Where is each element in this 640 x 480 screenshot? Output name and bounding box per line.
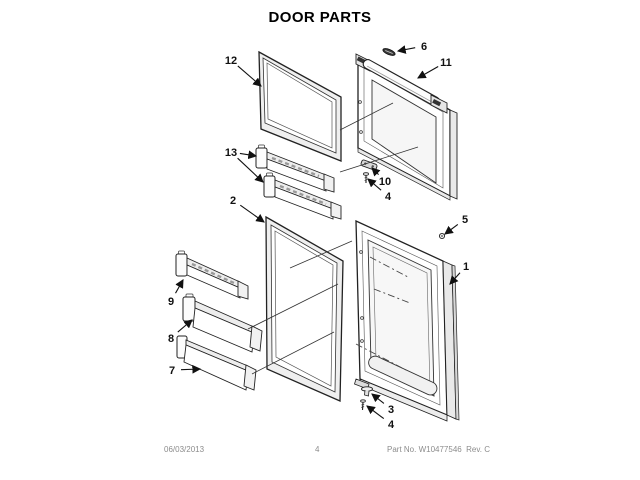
callout-arrow xyxy=(396,45,416,54)
callout-layer: 6 11 12 13 10 4 2 5 1 9 8 7 3 4 xyxy=(168,41,469,431)
callout-arrow xyxy=(239,150,258,160)
fridge-door-drawing xyxy=(354,219,460,422)
door-bin-part-9-drawing xyxy=(175,250,249,300)
callout-arrow xyxy=(237,157,264,183)
callout-label-12: 12 xyxy=(225,55,237,67)
screw-part-4-upper-drawing xyxy=(363,172,369,183)
screw-part-4-lower-drawing xyxy=(360,399,366,411)
callout-arrow xyxy=(449,272,461,285)
callout-arrow xyxy=(180,364,202,374)
callout-arrow xyxy=(417,66,439,79)
door-bin-part-8-drawing xyxy=(182,293,263,353)
screw-part-5-drawing xyxy=(438,232,446,240)
callout-arrow xyxy=(237,65,262,87)
callout-label-7: 7 xyxy=(169,365,175,377)
callout-label-13: 13 xyxy=(225,147,237,159)
footer-page-number: 4 xyxy=(315,445,320,454)
freezer-door-drawing xyxy=(355,53,458,201)
freezer-bin-lower-drawing xyxy=(263,172,342,220)
callout-label-9: 9 xyxy=(168,296,174,308)
screw-part-6-drawing xyxy=(382,48,396,56)
callout-label-4: 4 xyxy=(385,191,392,203)
callout-arrow xyxy=(177,319,193,333)
callout-arrow xyxy=(175,279,184,294)
callout-label-11: 11 xyxy=(440,57,452,69)
callout-arrow xyxy=(367,178,382,191)
assembly-alignment-lines xyxy=(247,102,419,375)
callout-arrow xyxy=(444,223,459,235)
fridge-gasket-drawing xyxy=(265,215,344,402)
callout-arrow xyxy=(239,204,265,223)
footer-part-number: Part No. W10477546 Rev. C xyxy=(387,445,491,454)
hinge-pin-part-3-drawing xyxy=(361,386,373,397)
footer-date: 06/03/2013 xyxy=(164,445,205,454)
callout-label-10: 10 xyxy=(379,176,391,188)
callout-label-8: 8 xyxy=(168,333,174,345)
callout-arrow xyxy=(371,393,385,404)
callout-label-4: 4 xyxy=(388,419,395,431)
callout-label-1: 1 xyxy=(463,261,469,273)
callout-label-6: 6 xyxy=(421,41,427,53)
callout-label-5: 5 xyxy=(462,214,468,226)
freezer-gasket-drawing xyxy=(258,50,342,162)
callout-label-3: 3 xyxy=(388,404,394,416)
callout-arrow xyxy=(366,405,385,420)
page-title: DOOR PARTS xyxy=(268,9,372,26)
door-bin-part-7-drawing xyxy=(176,335,257,391)
freezer-door-handle-drawing xyxy=(355,53,448,114)
freezer-bin-upper-drawing xyxy=(255,144,335,193)
callout-label-2: 2 xyxy=(230,195,236,207)
callout-arrow xyxy=(371,167,381,177)
